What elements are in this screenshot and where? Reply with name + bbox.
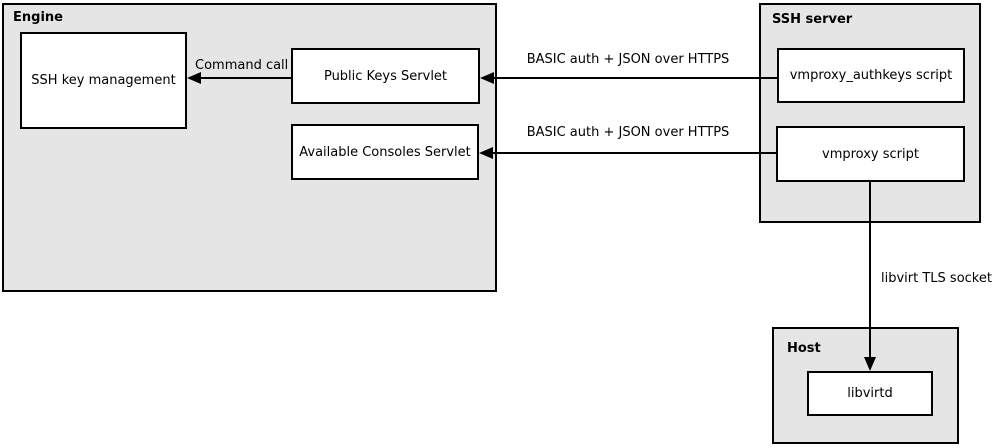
edge-basic-auth-public-keys-line [492, 77, 777, 79]
node-ssh-key-management-label: SSH key management [31, 73, 176, 88]
edge-basic-auth-consoles-arrowhead-icon [479, 147, 493, 159]
edge-command-call-arrowhead-icon [187, 72, 201, 84]
node-vmproxy-authkeys-script-label: vmproxy_authkeys script [789, 68, 953, 83]
container-ssh-server-label: SSH server [772, 12, 853, 27]
edge-libvirt-tls-label: libvirt TLS socket [881, 271, 992, 286]
edge-libvirt-tls-arrowhead-icon [864, 357, 876, 371]
container-host-label: Host [787, 341, 821, 356]
node-libvirtd-label: libvirtd [847, 386, 893, 401]
node-libvirtd: libvirtd [807, 371, 933, 416]
node-public-keys-servlet-label: Public Keys Servlet [323, 68, 448, 84]
edge-command-call-label: Command call [195, 58, 289, 73]
container-engine-label: Engine [13, 10, 63, 25]
node-public-keys-servlet: Public Keys Servlet [291, 48, 480, 104]
edge-basic-auth-consoles-line [491, 152, 776, 154]
edge-basic-auth-public-keys-label: BASIC auth + JSON over HTTPS [526, 52, 730, 67]
node-ssh-key-management: SSH key management [20, 32, 187, 129]
node-vmproxy-script: vmproxy script [776, 126, 965, 182]
edge-command-call-line [199, 77, 291, 79]
edge-libvirt-tls-line [869, 182, 871, 358]
edge-basic-auth-public-keys-arrowhead-icon [480, 72, 494, 84]
node-vmproxy-script-label: vmproxy script [822, 146, 919, 162]
node-available-consoles-servlet: Available Consoles Servlet [291, 124, 479, 180]
edge-basic-auth-consoles-label: BASIC auth + JSON over HTTPS [526, 125, 730, 140]
node-vmproxy-authkeys-script: vmproxy_authkeys script [777, 48, 965, 103]
node-available-consoles-servlet-label: Available Consoles Servlet [299, 144, 471, 160]
